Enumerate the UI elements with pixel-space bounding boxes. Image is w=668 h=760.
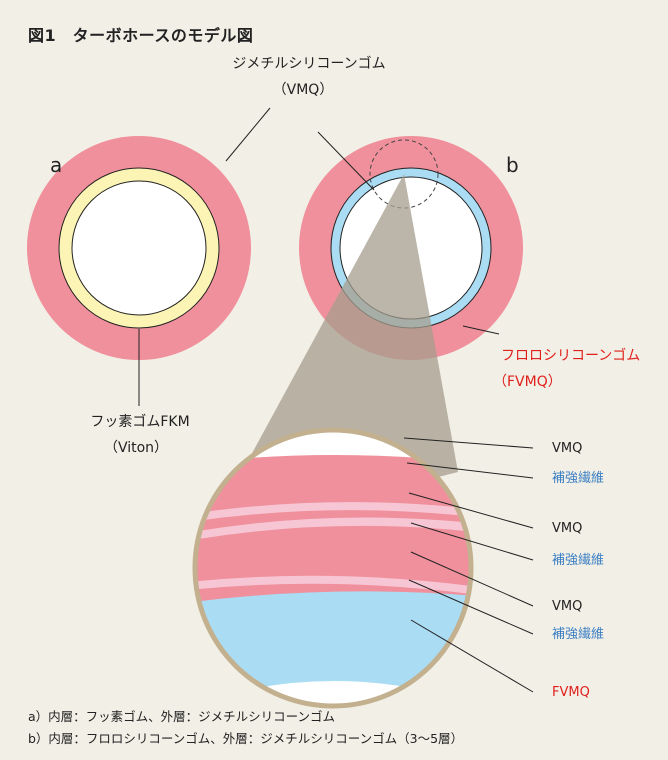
hose-a-bore bbox=[71, 180, 207, 316]
zoom-rim bbox=[192, 427, 474, 709]
leader-layer-7 bbox=[410, 619, 534, 693]
leader-vmq-b bbox=[317, 131, 375, 191]
leader-layer-6 bbox=[408, 579, 534, 635]
layer-label-7: FVMQ bbox=[552, 685, 590, 700]
layer-fiber-1 bbox=[195, 502, 471, 525]
layer-label-1: VMQ bbox=[552, 441, 582, 456]
label-fvmq-line2: （FVMQ） bbox=[493, 374, 562, 390]
leader-layer-4 bbox=[410, 522, 534, 561]
label-fkm-line2: （Viton） bbox=[104, 440, 168, 456]
leader-layer-2 bbox=[406, 462, 534, 479]
label-vmq-line1: ジメチルシリコーンゴム bbox=[232, 55, 385, 72]
leader-vmq-a bbox=[225, 107, 271, 162]
layer-label-3: VMQ bbox=[552, 521, 582, 536]
layer-label-6: 補強繊維 bbox=[552, 626, 604, 642]
layer-fiber-3 bbox=[195, 575, 471, 598]
caption-a: a）内層：フッ素ゴム、外層：ジメチルシリコーンゴム bbox=[28, 709, 336, 724]
label-fkm-line1: フッ素ゴムFKM bbox=[90, 413, 189, 430]
zoom-source-circle bbox=[369, 139, 439, 209]
caption-b: b）内層：フロロシリコーンゴム、外層：ジメチルシリコーンゴム（3〜5層） bbox=[28, 731, 464, 746]
panel-a-letter: a bbox=[50, 153, 62, 177]
leader-layer-5 bbox=[410, 551, 534, 607]
layer-label-2: 補強繊維 bbox=[552, 470, 604, 486]
hose-a bbox=[27, 136, 251, 360]
layer-fiber-2 bbox=[195, 517, 471, 544]
panel-b-letter: b bbox=[506, 153, 519, 177]
layer-label-5: VMQ bbox=[552, 599, 582, 614]
figure-title: 図1 ターボホースのモデル図 bbox=[28, 26, 254, 45]
leader-layer-3 bbox=[408, 492, 534, 529]
label-fvmq-line1: フロロシリコーンゴム bbox=[501, 347, 640, 364]
leader-layer-1 bbox=[403, 437, 534, 449]
layer-fvmq bbox=[195, 591, 471, 706]
layer-label-4: 補強繊維 bbox=[552, 552, 604, 568]
label-vmq-line2: （VMQ） bbox=[273, 82, 334, 98]
leader-fvmq bbox=[462, 325, 500, 335]
